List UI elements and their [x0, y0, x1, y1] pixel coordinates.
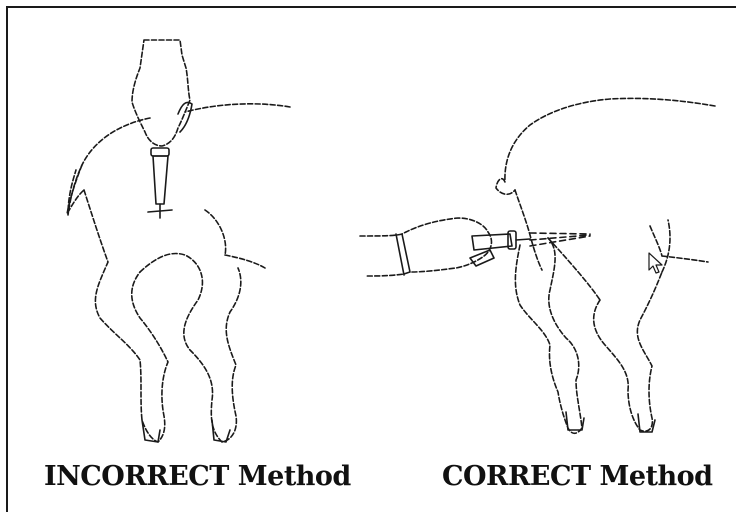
- correct-syringe: [472, 231, 530, 250]
- correct-animal-body: [496, 98, 715, 194]
- incorrect-hoof-left: [142, 420, 160, 442]
- correct-needle-direction: [530, 233, 590, 246]
- correct-body-underside: [548, 238, 600, 300]
- correct-hand-cuff: [396, 234, 410, 275]
- correct-method-caption: CORRECT Method: [442, 461, 713, 492]
- correct-rear-leg-left: [515, 238, 582, 433]
- incorrect-animal-body: [68, 104, 290, 215]
- incorrect-belly-line: [205, 210, 265, 268]
- incorrect-rear-leg-inner: [140, 254, 241, 442]
- incorrect-method-illustration: [67, 40, 290, 442]
- incorrect-hoof-right: [212, 420, 230, 442]
- correct-hand: [360, 218, 491, 276]
- mouse-pointer-icon: [648, 252, 666, 276]
- correct-animal-tail: [515, 190, 542, 270]
- incorrect-syringe: [148, 148, 172, 218]
- incorrect-method-caption: INCORRECT Method: [44, 461, 351, 492]
- incorrect-hand-thumb: [178, 102, 192, 132]
- correct-rear-leg-right: [594, 272, 662, 431]
- incorrect-rear-leg-left: [84, 190, 168, 442]
